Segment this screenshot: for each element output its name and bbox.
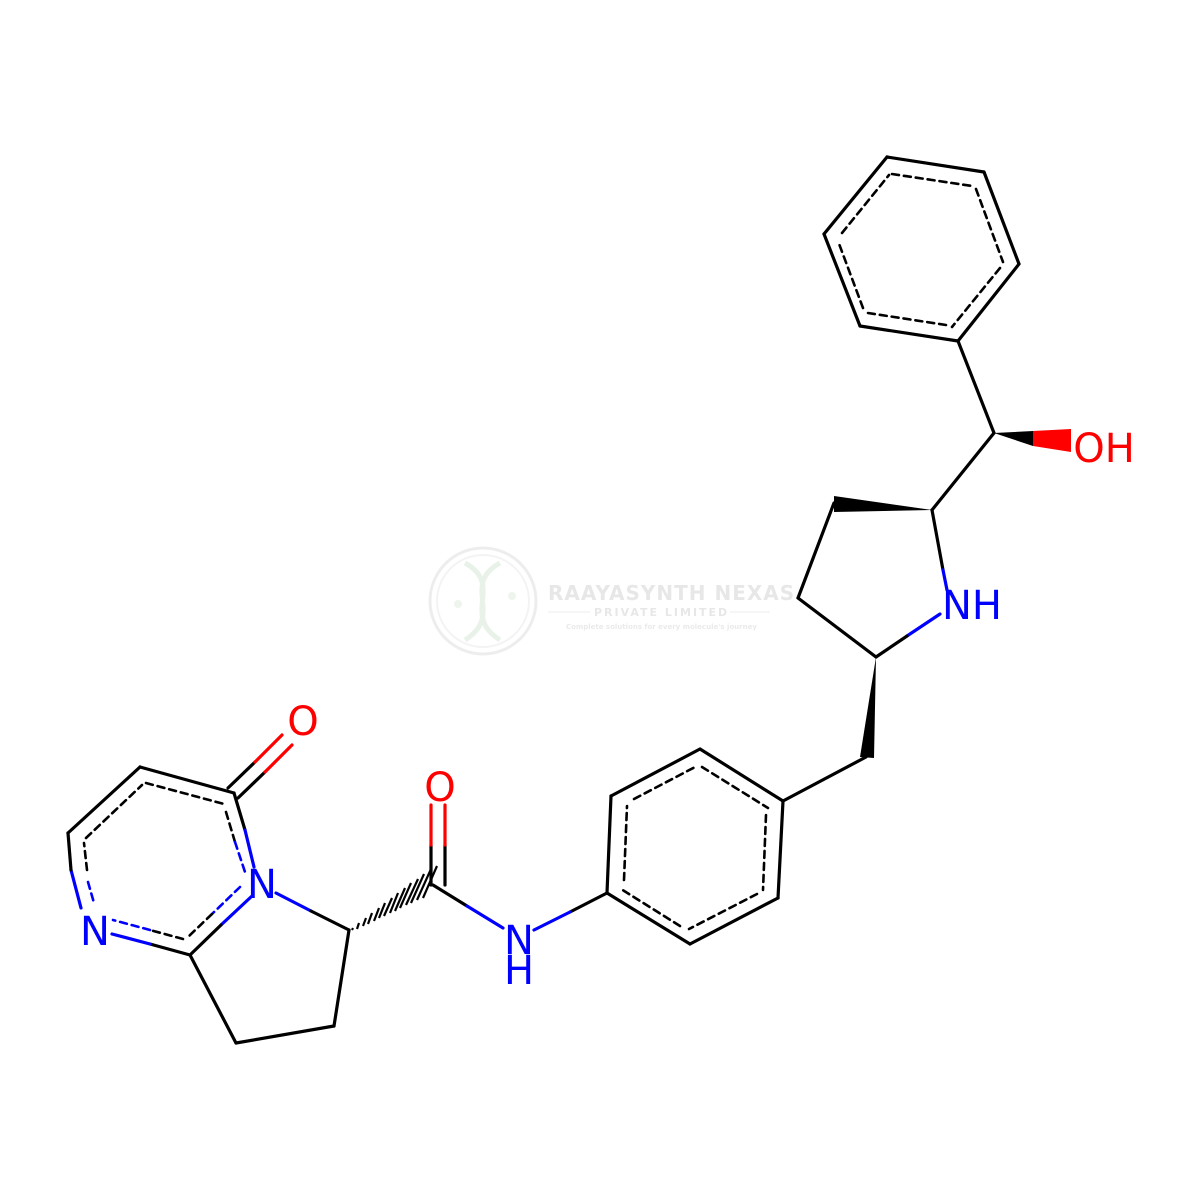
pyrrolidine-ring: [796, 501, 949, 659]
bond-phenyl-carbinol: [956, 339, 996, 435]
wedge-pyrrolidine-top: [834, 496, 932, 512]
atom-label-oxygen-ketone: O: [287, 699, 318, 745]
hashed-wedge-amide: [351, 865, 439, 931]
bond-amide-n-aryl-blue: [532, 910, 572, 932]
bond-ring-n-to-stereocenter-blue: [274, 891, 313, 913]
bond-amide-n-aryl-black: [568, 891, 609, 914]
bond-ring-n-to-stereocenter-black: [309, 909, 351, 932]
atom-label-nitrogen-amide: N: [504, 918, 534, 964]
atom-label-oxygen-amide: O: [424, 765, 455, 811]
bond-stereocenter-ch2: [332, 928, 351, 1028]
watermark-molecule-dot-icon: [508, 592, 516, 600]
wedge-pyrrolidine-bottom: [860, 657, 876, 758]
pyrimidinone-ring: [66, 765, 256, 957]
wedge-carbinol-oh-red: [1033, 429, 1071, 452]
watermark-molecule-dot-icon: [454, 600, 462, 608]
watermark-subtitle: PRIVATE LIMITED: [594, 606, 729, 619]
bond-amide-c-n-blue: [465, 904, 505, 930]
atom-label-hydrogen-amide: H: [504, 948, 534, 994]
atom-label-nitrogen-fused: N: [247, 862, 277, 908]
atom-label-hydroxyl: OH: [1073, 426, 1135, 472]
bond-ch2-fusion: [188, 953, 238, 1045]
atom-label-nitrogen-pyrimidine: N: [80, 909, 110, 955]
bond-ketone-co-1-black: [226, 760, 257, 790]
bond-ketone-co-2-black: [236, 770, 267, 800]
watermark-tagline: Complete solutions for every molecule's …: [566, 623, 757, 631]
watermark-logo: RAAYASYNTH NEXAS PRIVATE LIMITED Complet…: [428, 546, 795, 656]
bond-ch2-ch2: [234, 1024, 336, 1045]
atom-label-nitrogen-pyrrolidine: NH: [942, 583, 1002, 629]
wedge-carbinol-oh-black: [994, 431, 1033, 446]
watermark-title: RAAYASYNTH NEXAS: [548, 581, 795, 605]
bond-amide-c-n-black: [431, 883, 469, 908]
phenyl-ring: [822, 155, 1021, 343]
atom-labels: O O N N N H NH OH: [80, 426, 1135, 994]
bond-carbinol-pyrrolidine: [930, 431, 996, 512]
bond-methylene-benzyl: [781, 755, 868, 803]
bond-ketone-co-2-red: [263, 743, 294, 774]
watermark-logo-inner-ring: [436, 554, 530, 648]
watermark-dna-helix-icon: [463, 560, 502, 643]
stereo-wedges: [351, 429, 1071, 931]
watermark-logo-outer-ring: [428, 546, 538, 656]
bond-ketone-co-1-red: [253, 733, 284, 764]
bonds: [66, 155, 1021, 1045]
phenylene-ring: [605, 747, 785, 946]
